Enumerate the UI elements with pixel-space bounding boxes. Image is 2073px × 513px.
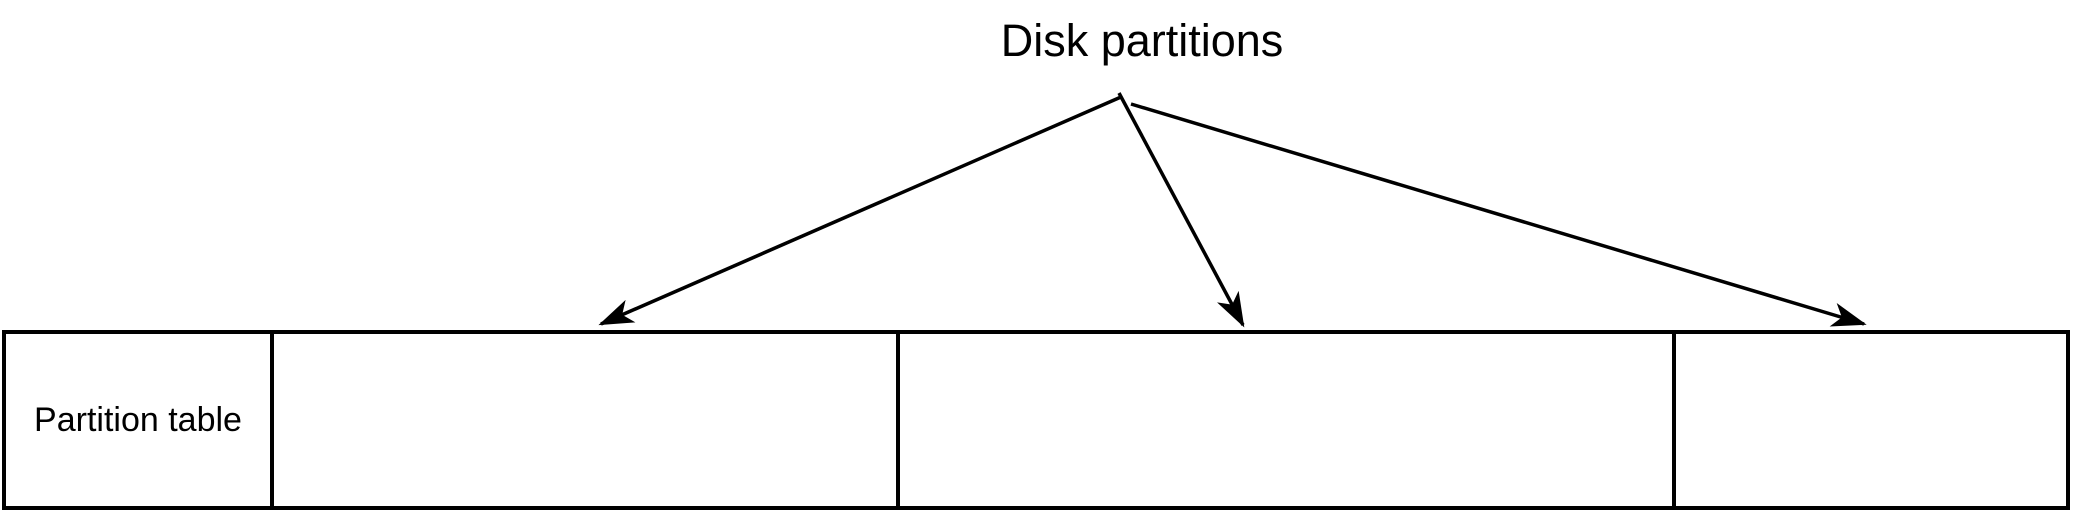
- partition-table-label: Partition table: [34, 400, 242, 439]
- arrow-to-partition-3-icon: [1130, 102, 1867, 327]
- cell-partition-table: Partition table: [6, 334, 270, 506]
- arrow-to-partition-2-icon: [1117, 92, 1245, 328]
- cell-partition-3: [1672, 334, 2066, 506]
- diagram-title: Disk partitions: [1000, 15, 1284, 66]
- disk-bar: Partition table: [2, 330, 2070, 510]
- cell-partition-2: [896, 334, 1672, 506]
- cell-partition-1: [270, 334, 896, 506]
- arrow-to-partition-1-icon: [598, 95, 1122, 326]
